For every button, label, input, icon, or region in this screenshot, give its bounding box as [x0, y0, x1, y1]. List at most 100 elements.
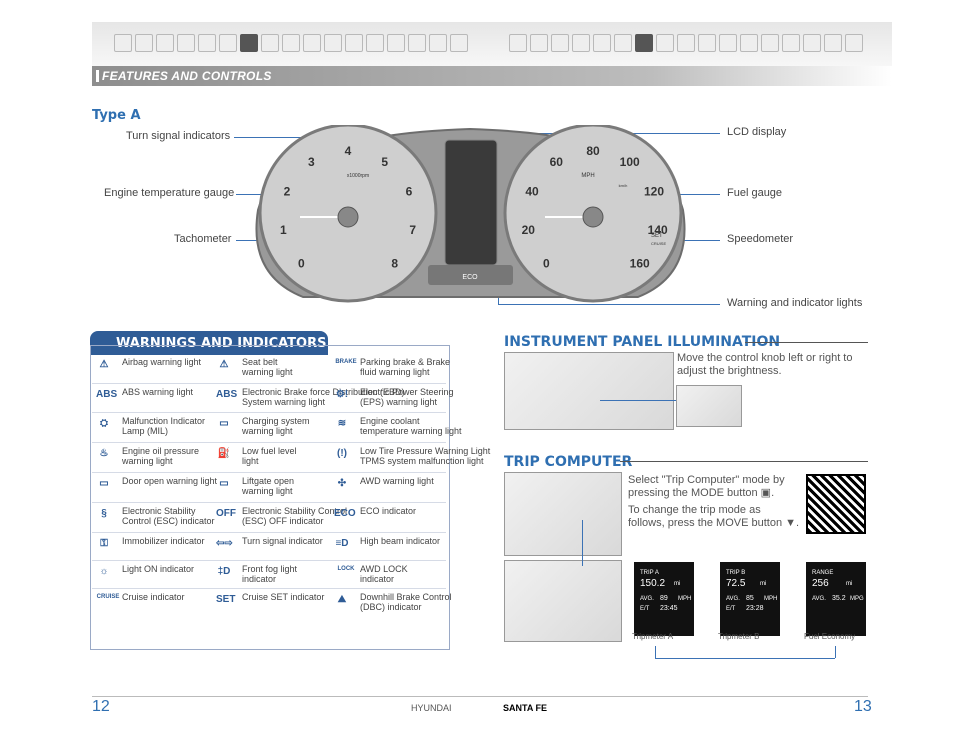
airbag-icon: ⚠ — [99, 359, 109, 370]
chapter-nav-icon[interactable] — [198, 34, 216, 52]
awd-icon: ✣ — [337, 478, 347, 489]
screen-caption: Tripmeter B — [718, 632, 760, 641]
footer-line — [92, 696, 868, 697]
tach-tick-label: 4 — [345, 144, 352, 158]
speed-tick-label: 140 — [648, 223, 668, 237]
chapter-nav-icon[interactable] — [593, 34, 611, 52]
screen-avg-label: AVG. — [726, 596, 740, 602]
chapter-nav-icon[interactable] — [530, 34, 548, 52]
warning-label: Charging system warning light — [242, 416, 310, 436]
tach-tick-label: 7 — [409, 223, 416, 237]
chapter-nav-icon[interactable] — [219, 34, 237, 52]
speed-tick-label: 0 — [543, 257, 550, 271]
warning-label: ABS warning light — [122, 387, 194, 397]
warning-label: Engine coolant temperature warning light — [360, 416, 462, 436]
warning-label: Electronic Stability Control (ESC) OFF i… — [242, 506, 348, 526]
callout-line — [600, 400, 676, 401]
callout-warning-lights: Warning and indicator lights — [727, 297, 863, 309]
speed-hub — [582, 206, 604, 228]
trip-text-1: Select "Trip Computer" mode by pressing … — [628, 474, 785, 499]
warning-label: Electronic Stability Control (ESC) indic… — [122, 506, 215, 526]
callout-engine-temp: Engine temperature gauge — [104, 187, 235, 199]
screen-big-value: 150.2 — [640, 578, 666, 589]
chapter-nav-icon[interactable] — [614, 34, 632, 52]
warning-label: Turn signal indicator — [242, 536, 323, 546]
eco-indicator: ECO — [462, 274, 478, 281]
brand-label: HYUNDAI — [411, 703, 452, 713]
engine-icon: ⛭ — [100, 418, 108, 429]
chapter-nav-icon[interactable] — [572, 34, 590, 52]
chapter-nav-icon[interactable] — [345, 34, 363, 52]
screen-time-value: 23:28 — [746, 605, 764, 612]
knob-photo — [676, 385, 742, 427]
callout-turn-signal: Turn signal indicators — [126, 130, 231, 142]
illumination-text: Move the control knob left or right to a… — [677, 352, 853, 377]
chapter-nav-icon[interactable] — [761, 34, 779, 52]
chapter-nav-icon[interactable] — [551, 34, 569, 52]
chapter-nav-icon[interactable] — [803, 34, 821, 52]
chapter-nav-icon[interactable] — [635, 34, 653, 52]
oil-icon: ♨ — [99, 448, 109, 459]
screen-avg-unit: MPH — [764, 596, 778, 602]
tach-tick-label: 1 — [280, 223, 287, 237]
row-divider — [92, 502, 446, 503]
chapter-nav-icon[interactable] — [698, 34, 716, 52]
callout-tachometer: Tachometer — [174, 233, 232, 245]
seatbelt-icon: ⚠ — [219, 359, 229, 370]
steering-photo — [504, 472, 622, 556]
immobilizer-icon: ⚿ — [100, 538, 108, 549]
warning-label: Parking brake & Brake fluid warning ligh… — [360, 357, 451, 377]
fuel-icon: ⛽ — [217, 448, 231, 459]
warning-label: Airbag warning light — [122, 357, 202, 367]
chapter-nav-icon[interactable] — [303, 34, 321, 52]
chapter-nav-icon[interactable] — [450, 34, 468, 52]
warning-label: Malfunction Indicator Lamp (MIL) — [122, 416, 206, 436]
turn-signal-icon: ⇦⇨ — [216, 538, 233, 549]
battery-icon: ▭ — [219, 418, 229, 429]
chapter-nav-icon[interactable] — [114, 34, 132, 52]
chapter-nav-icon[interactable] — [135, 34, 153, 52]
chapter-nav-icon[interactable] — [261, 34, 279, 52]
chapter-nav-icon[interactable] — [677, 34, 695, 52]
awd-lock-icon: LOCK — [337, 566, 355, 572]
screen-unit: mi — [760, 581, 767, 587]
chapter-nav-icon[interactable] — [240, 34, 258, 52]
warning-label: Electric Power Steering (EPS) warning li… — [360, 387, 454, 407]
illumination-title: INSTRUMENT PANEL ILLUMINATION — [504, 334, 781, 350]
chapter-nav-icon[interactable] — [429, 34, 447, 52]
coolant-icon: ≋ — [337, 418, 347, 429]
chapter-nav-icon[interactable] — [324, 34, 342, 52]
speed-tick-label: 80 — [586, 144, 600, 158]
row-divider — [92, 472, 446, 473]
screen-head: TRIP A — [640, 570, 659, 576]
cruise-set-icon: SET — [216, 594, 236, 605]
row-divider — [92, 383, 446, 384]
screen-head: TRIP B — [726, 570, 746, 576]
row-divider — [92, 532, 446, 533]
chapter-nav-icon[interactable] — [387, 34, 405, 52]
chapter-nav-icon[interactable] — [177, 34, 195, 52]
row-divider — [92, 442, 446, 443]
chapter-nav-icon[interactable] — [509, 34, 527, 52]
warning-label: Electronic Brake force Distribution (EBD… — [242, 387, 405, 407]
row-divider — [92, 560, 446, 561]
cycle-arrow — [655, 658, 835, 659]
chapter-nav-icon[interactable] — [824, 34, 842, 52]
warning-label: Cruise SET indicator — [242, 592, 325, 602]
cruise-icon: CRUISE — [96, 594, 120, 600]
divider — [620, 461, 868, 462]
chapter-nav-icon[interactable] — [366, 34, 384, 52]
warning-label: Liftgate open warning light — [242, 476, 295, 496]
chapter-nav-icon[interactable] — [656, 34, 674, 52]
chapter-nav-icon[interactable] — [719, 34, 737, 52]
chapter-nav-icon[interactable] — [156, 34, 174, 52]
chapter-nav-icon[interactable] — [740, 34, 758, 52]
cruise-indicator: CRUISE — [651, 241, 666, 246]
chapter-nav-icon[interactable] — [782, 34, 800, 52]
chapter-nav-icon[interactable] — [282, 34, 300, 52]
warning-label: Low fuel level light — [242, 446, 297, 466]
tach-tick-label: 0 — [298, 257, 305, 271]
chapter-nav-icon[interactable] — [408, 34, 426, 52]
chapter-nav-icon[interactable] — [845, 34, 863, 52]
